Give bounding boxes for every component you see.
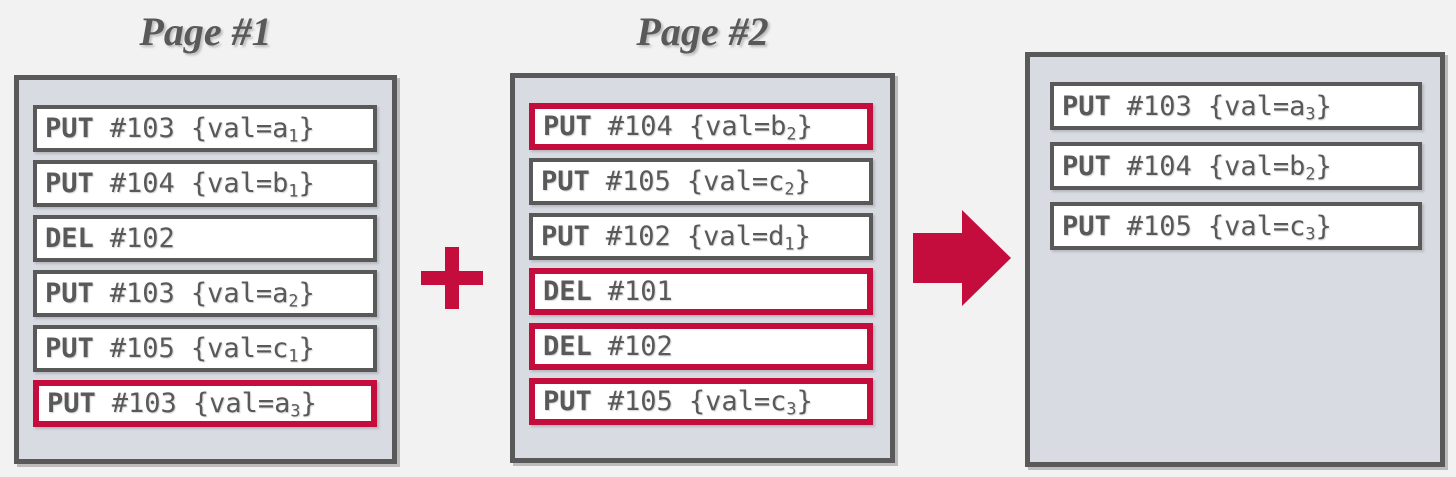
record-value: {val=c1} <box>190 333 315 366</box>
record-op: PUT <box>1062 210 1111 242</box>
record-op: PUT <box>541 221 590 252</box>
record-key: #105 <box>109 333 175 364</box>
record-value: {val=a3} <box>192 388 317 421</box>
plus-icon <box>421 247 483 309</box>
record-op: DEL <box>543 276 592 307</box>
log-record: PUT #104 {val=b1} <box>33 160 377 207</box>
record-value: {val=b1} <box>190 168 315 201</box>
record-key: #104 <box>109 168 175 199</box>
log-record: PUT #103 {val=a2} <box>33 270 377 317</box>
record-op: PUT <box>1062 150 1111 182</box>
page-2-panel: PUT #104 {val=b2} PUT #105 {val=c2} PUT #102 {va… <box>510 73 895 463</box>
log-record: PUT #103 {val=a3} <box>1050 82 1422 130</box>
log-record-highlighted: PUT #105 {val=c3} <box>529 378 873 425</box>
record-key: #104 <box>607 111 673 142</box>
log-record: PUT #105 {val=c2} <box>529 158 873 205</box>
record-op: PUT <box>45 278 94 309</box>
log-record: PUT #105 {val=c1} <box>33 325 377 372</box>
log-record: DEL #102 <box>33 215 377 262</box>
record-value: {val=a1} <box>190 113 315 146</box>
record-op: DEL <box>45 223 94 254</box>
log-record: PUT #102 {val=d1} <box>529 213 873 260</box>
record-key: #103 <box>111 388 177 419</box>
record-key: #103 <box>109 278 175 309</box>
record-value: {val=c3} <box>1207 210 1332 244</box>
record-key: #103 <box>1126 90 1192 122</box>
log-record: PUT #105 {val=c3} <box>1050 202 1422 250</box>
record-op: PUT <box>45 113 94 144</box>
page-2-title: Page #2 <box>636 9 769 54</box>
record-value: {val=d1} <box>686 221 811 254</box>
record-op: PUT <box>45 333 94 364</box>
log-record-highlighted: PUT #104 {val=b2} <box>529 103 873 150</box>
record-key: #102 <box>607 331 673 362</box>
record-key: #104 <box>1126 150 1192 182</box>
record-op: PUT <box>47 388 96 419</box>
record-value: {val=a3} <box>1207 90 1332 124</box>
record-key: #102 <box>605 221 671 252</box>
record-op: PUT <box>543 111 592 142</box>
record-key: #105 <box>1126 210 1192 242</box>
log-record-highlighted: DEL #102 <box>529 323 873 370</box>
record-key: #103 <box>109 113 175 144</box>
record-op: PUT <box>1062 90 1111 122</box>
record-key: #105 <box>607 386 673 417</box>
log-record-highlighted: DEL #101 <box>529 268 873 315</box>
page-1-title: Page #1 <box>139 9 272 54</box>
log-record-highlighted: PUT #103 {val=a3} <box>33 380 377 427</box>
record-value: {val=b2} <box>688 111 813 144</box>
arrow-right-icon <box>913 210 1011 306</box>
record-value: {val=b2} <box>1207 150 1332 184</box>
plus-icon-bar <box>445 247 459 309</box>
record-op: PUT <box>543 386 592 417</box>
record-key: #102 <box>109 223 175 254</box>
record-op: PUT <box>541 166 590 197</box>
record-op: DEL <box>543 331 592 362</box>
record-value: {val=c3} <box>688 386 813 419</box>
log-record: PUT #104 {val=b2} <box>1050 142 1422 190</box>
record-key: #101 <box>607 276 673 307</box>
record-value: {val=c2} <box>686 166 811 199</box>
record-value: {val=a2} <box>190 278 315 311</box>
log-record: PUT #103 {val=a1} <box>33 105 377 152</box>
merged-page-panel: PUT #103 {val=a3} PUT #104 {val=b2} PUT #105 {va… <box>1025 52 1445 467</box>
record-key: #105 <box>605 166 671 197</box>
record-op: PUT <box>45 168 94 199</box>
